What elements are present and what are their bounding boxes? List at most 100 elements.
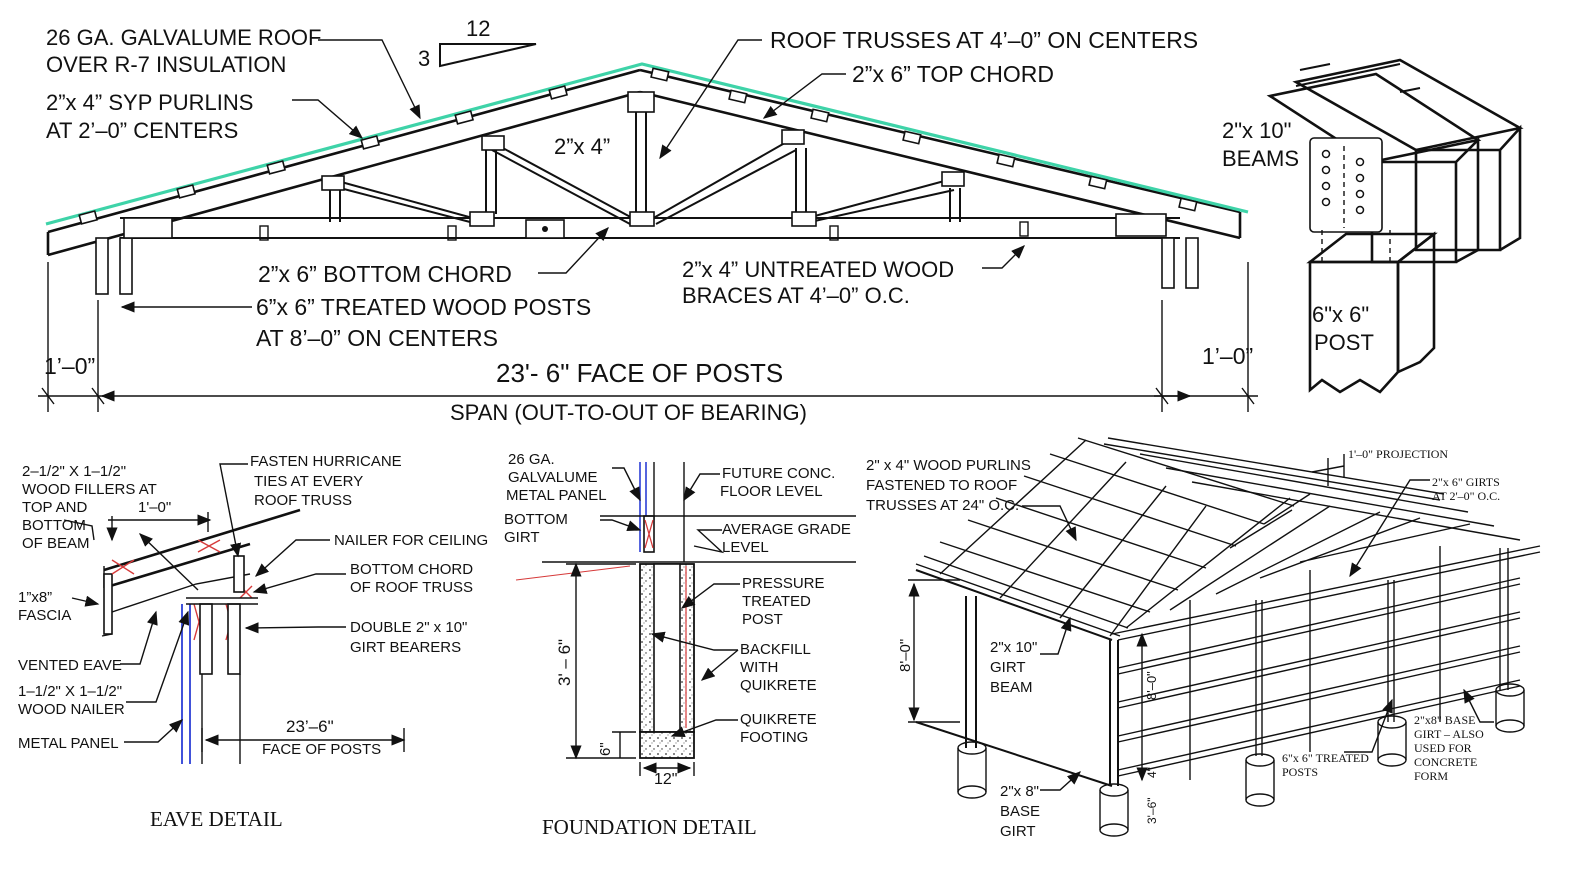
girt-bearers-label-2: GIRT BEARERS — [350, 639, 461, 656]
iso-wall-height-label-2: 8'–0" — [1144, 671, 1159, 700]
face-of-posts-label: 23'- 6" FACE OF POSTS — [496, 358, 783, 388]
footing-label-1: QUIKRETE — [740, 711, 817, 728]
post-label: POST — [1314, 330, 1374, 355]
posts-spacing-label: AT 8’–0” ON CENTERS — [256, 325, 498, 351]
hole-width-label: 12" — [654, 771, 677, 788]
treated-post-label-2: TREATED — [742, 593, 811, 610]
footing-label-2: FOOTING — [740, 729, 808, 746]
iso-posts-label-2: POSTS — [1282, 765, 1318, 779]
brace-marks — [259, 221, 1029, 241]
eave-detail: 2–1/2" X 1–1/2" WOOD FILLERS AT TOP AND … — [18, 453, 488, 831]
beams-size-label: 2"x 10" — [1222, 118, 1291, 143]
insulation-label: OVER R-7 INSULATION — [46, 52, 286, 77]
span-label: SPAN (OUT-TO-OUT OF BEARING) — [450, 400, 807, 425]
iso-purlins-label-1: 2" x 4" WOOD PURLINS — [866, 457, 1031, 474]
base-girt-label-1: 2"x 8" — [1000, 783, 1039, 800]
truss-labels: 26 GA. GALVALUME ROOF OVER R-7 INSULATIO… — [44, 25, 1253, 425]
overhang-left-label: 1’–0” — [44, 353, 95, 379]
iso-wall-height-label: 8'–0" — [897, 639, 914, 672]
iso-embed-label-2: 4" — [1145, 767, 1159, 778]
base-girt-label-2: BASE — [1000, 803, 1040, 820]
average-grade-label-2: LEVEL — [722, 539, 769, 556]
galvalume-roof-line — [45, 62, 1249, 226]
treated-post-label-3: POST — [742, 611, 783, 628]
roof-purlins — [78, 67, 1198, 225]
metal-panel-label: METAL PANEL — [18, 735, 119, 752]
fascia-label-1: 1”x8” — [18, 589, 52, 606]
beam-post-detail: 2"x 10" BEAMS 6"x 6" POST — [1222, 58, 1524, 394]
roof-pitch-symbol: 12 3 — [418, 16, 537, 71]
purlins-label: 2”x 4” SYP PURLINS — [46, 90, 253, 115]
eave-fillers-label-1: 2–1/2" X 1–1/2" — [22, 463, 126, 480]
beams-label: BEAMS — [1222, 146, 1299, 171]
eave-fillers-label-4: BOTTOM — [22, 517, 86, 534]
wood-nailer-label-1: 1–1/2" X 1–1/2" — [18, 683, 122, 700]
iso-embed-label: 3'–6" — [1145, 797, 1159, 824]
braces-label: 2”x 4” UNTREATED WOOD — [682, 257, 954, 282]
iso-purlins — [915, 437, 1541, 641]
foundation-panel-label-2: GALVALUME — [508, 469, 597, 486]
foundation-girt-label-1: BOTTOM — [504, 511, 568, 528]
iso-girts-label-2: AT 2'–0" O.C. — [1432, 489, 1500, 503]
bottom-chord-label: 2”x 6” BOTTOM CHORD — [258, 261, 512, 287]
eave-face-of-posts-label: FACE OF POSTS — [262, 741, 381, 758]
backfill-label-3: QUIKRETE — [740, 677, 817, 694]
web-label: 2”x 4” — [554, 134, 610, 159]
iso-rafters — [939, 439, 1471, 637]
average-grade-label-1: AVERAGE GRADE — [722, 521, 851, 538]
base-note-label-1: 2"x8" BASE — [1414, 713, 1475, 727]
post-size-label: 6"x 6" — [1312, 302, 1369, 327]
backfill-label-1: BACKFILL — [740, 641, 811, 658]
isometric-building-view: 2" x 4" WOOD PURLINS FASTENED TO ROOF TR… — [866, 437, 1541, 840]
hurricane-label-1: FASTEN HURRICANE — [250, 453, 402, 470]
eave-fillers-label-5: OF BEAM — [22, 535, 90, 552]
top-chord-label: 2”x 6” TOP CHORD — [852, 61, 1054, 87]
hole-depth-label: 3' – 6" — [555, 639, 574, 686]
truss-webs — [329, 98, 961, 225]
future-floor-label-2: FLOOR LEVEL — [720, 483, 823, 500]
iso-footings — [957, 683, 1525, 837]
foundation-girt-label-2: GIRT — [504, 529, 540, 546]
nailer-ceiling-label: NAILER FOR CEILING — [334, 532, 488, 549]
projection-label: 1'–0" PROJECTION — [1348, 447, 1448, 461]
iso-purlins-label-2: FASTENED TO ROOF — [866, 477, 1017, 494]
iso-posts-label-1: 6"x 6" TREATED — [1282, 751, 1369, 765]
vented-eave-label: VENTED EAVE — [18, 657, 122, 674]
truss-posts — [95, 237, 1199, 295]
girt-beam-label-1: 2"x 10" — [990, 639, 1037, 656]
iso-purlins-label-3: TRUSSES AT 24" O.C. — [866, 497, 1019, 514]
footing-depth-label: 6" — [597, 742, 614, 756]
iso-side-girts — [1117, 546, 1521, 780]
iso-front-wall — [915, 569, 1119, 787]
base-girt-label-3: GIRT — [1000, 823, 1036, 840]
foundation-detail: 26 GA. GALVALUME METAL PANEL BOTTOM GIRT… — [504, 451, 856, 839]
truss-elevation: 12 3 26 GA. GALVALUME ROOF OVER R-7 INSU… — [38, 16, 1258, 425]
base-note-label-3: USED FOR — [1414, 741, 1472, 755]
base-note-label-4: CONCRETE — [1414, 755, 1477, 769]
hurricane-label-2: TIES AT EVERY — [254, 473, 363, 490]
span-dimensions — [38, 262, 1258, 412]
future-floor-label-1: FUTURE CONC. — [722, 465, 835, 482]
girt-beam-label-3: BEAM — [990, 679, 1033, 696]
foundation-panel-label-1: 26 GA. — [508, 451, 555, 468]
fascia-label-2: FASCIA — [18, 607, 71, 624]
overhang-right-label: 1’–0” — [1202, 343, 1253, 369]
eave-detail-title: EAVE DETAIL — [150, 807, 283, 831]
backfill-label-2: WITH — [740, 659, 778, 676]
truss-leaders — [120, 39, 1025, 313]
girt-beam-label-2: GIRT — [990, 659, 1026, 676]
eave-spacing-label: 1'–0" — [138, 499, 171, 516]
braces-spacing-label: BRACES AT 4’–0” O.C. — [682, 283, 910, 308]
eave-bottom-chord-label-2: OF ROOF TRUSS — [350, 579, 473, 596]
posts-label: 6”x 6” TREATED WOOD POSTS — [256, 294, 591, 320]
foundation-detail-title: FOUNDATION DETAIL — [542, 815, 757, 839]
eave-dimension-label: 23’–6" — [286, 717, 334, 736]
purlins-spacing-label: AT 2’–0” CENTERS — [46, 118, 238, 143]
trusses-label: ROOF TRUSSES AT 4’–0” ON CENTERS — [770, 27, 1198, 53]
pitch-run: 12 — [466, 16, 490, 41]
foundation-panel-label-3: METAL PANEL — [506, 487, 607, 504]
girt-bearers-label-1: DOUBLE 2" x 10" — [350, 619, 467, 636]
base-note-label-2: GIRT – ALSO — [1414, 727, 1484, 741]
eave-bottom-chord-label-1: BOTTOM CHORD — [350, 561, 473, 578]
